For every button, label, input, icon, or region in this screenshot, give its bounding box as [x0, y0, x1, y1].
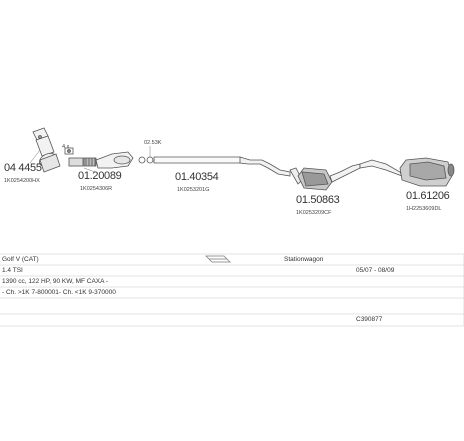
part-code-1: 1K0254200HX [4, 178, 40, 184]
center-silencer-drawing [289, 163, 361, 191]
clamp-drawing [138, 156, 154, 164]
part-number-2: 01.20089 [78, 170, 122, 182]
kit-number: C390877 [356, 316, 383, 323]
vehicle-engine: 1.4 TSI [2, 267, 23, 274]
exhaust-diagram [29, 127, 455, 191]
vehicle-dates: 05/07 - 08/09 [356, 267, 395, 274]
vehicle-body: Stationwagon [284, 256, 324, 263]
part-code-5: 1H2253609DL [406, 206, 442, 212]
catalytic-converter-drawing [32, 127, 61, 173]
part-code-2: 1K0254306R [80, 186, 113, 192]
small-code-2: 02.53K [144, 140, 162, 146]
part-number-3: 01.40354 [175, 171, 219, 183]
vehicle-model: Golf V (CAT) [2, 256, 39, 263]
part-code-4: 1K0253209CF [296, 210, 332, 216]
part-code-3: 1K0253201G [177, 187, 210, 193]
small-code-1: 4 x [62, 144, 70, 150]
part-number-5: 01.61206 [406, 190, 450, 202]
flex-pipe-drawing [64, 147, 134, 169]
part-number-4: 01.50863 [296, 194, 340, 206]
vehicle-chassis: - Ch. >1K 7-800001- Ch. <1K 9-370000 [2, 289, 116, 296]
middle-pipe-drawing [153, 156, 291, 177]
part-number-1: 04 4455 [4, 162, 42, 174]
vehicle-spec: 1390 cc, 122 HP, 90 KW, MF CAXA - [2, 278, 109, 285]
leader-lines [29, 146, 151, 173]
rear-silencer-drawing [359, 157, 455, 187]
